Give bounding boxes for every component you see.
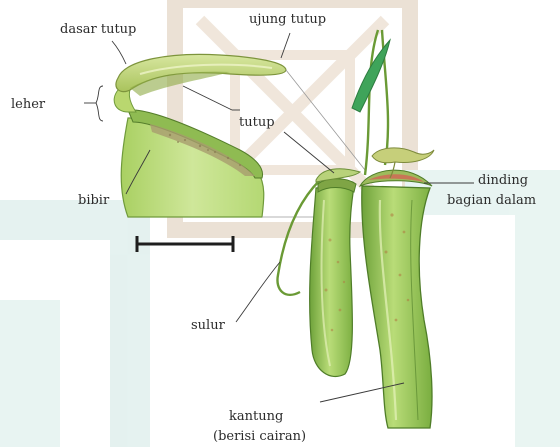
label-kantung-line2: (berisi cairan)	[213, 429, 306, 444]
label-dinding-line1: dinding	[478, 173, 528, 188]
label-kantung-line1: kantung	[229, 409, 283, 424]
label-ujung-tutup: ujung tutup	[249, 12, 326, 27]
scale-bar	[137, 236, 233, 252]
label-sulur: sulur	[191, 318, 226, 333]
small-pitcher	[310, 169, 360, 377]
label-bibir: bibir	[78, 193, 110, 208]
label-dasar-tutup: dasar tutup	[60, 22, 136, 37]
label-leher: leher	[11, 97, 46, 112]
label-dinding-line2: bagian dalam	[447, 193, 536, 208]
label-tutup: tutup	[239, 115, 275, 130]
large-pitcher	[360, 148, 434, 428]
